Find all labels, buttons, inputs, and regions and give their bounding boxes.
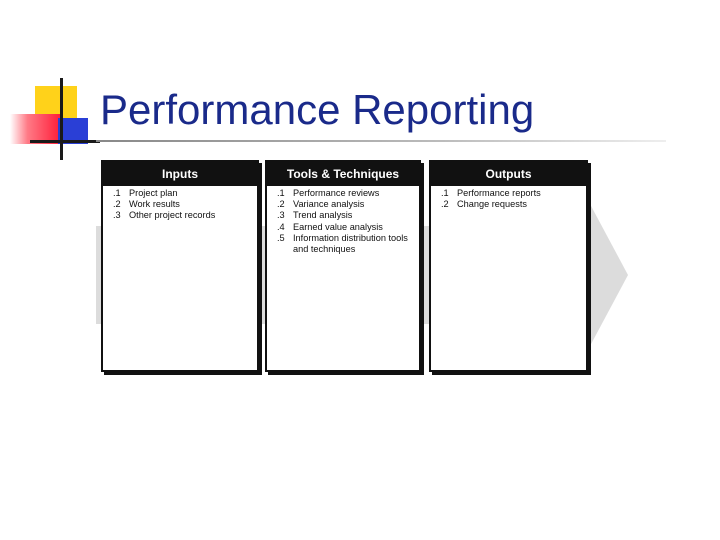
- logo-vertical-line: [60, 78, 63, 160]
- process-arrow-head: [590, 204, 628, 346]
- title-underline: [96, 140, 666, 142]
- outputs-header: Outputs: [431, 162, 586, 186]
- logo-horizontal-line: [30, 140, 100, 143]
- logo-red-square: [10, 114, 60, 144]
- slide-logo: [0, 0, 100, 170]
- inputs-header: Inputs: [103, 162, 257, 186]
- logo-blue-square: [58, 118, 88, 144]
- tools-techniques-header: Tools & Techniques: [267, 162, 419, 186]
- slide-title: Performance Reporting: [100, 86, 535, 133]
